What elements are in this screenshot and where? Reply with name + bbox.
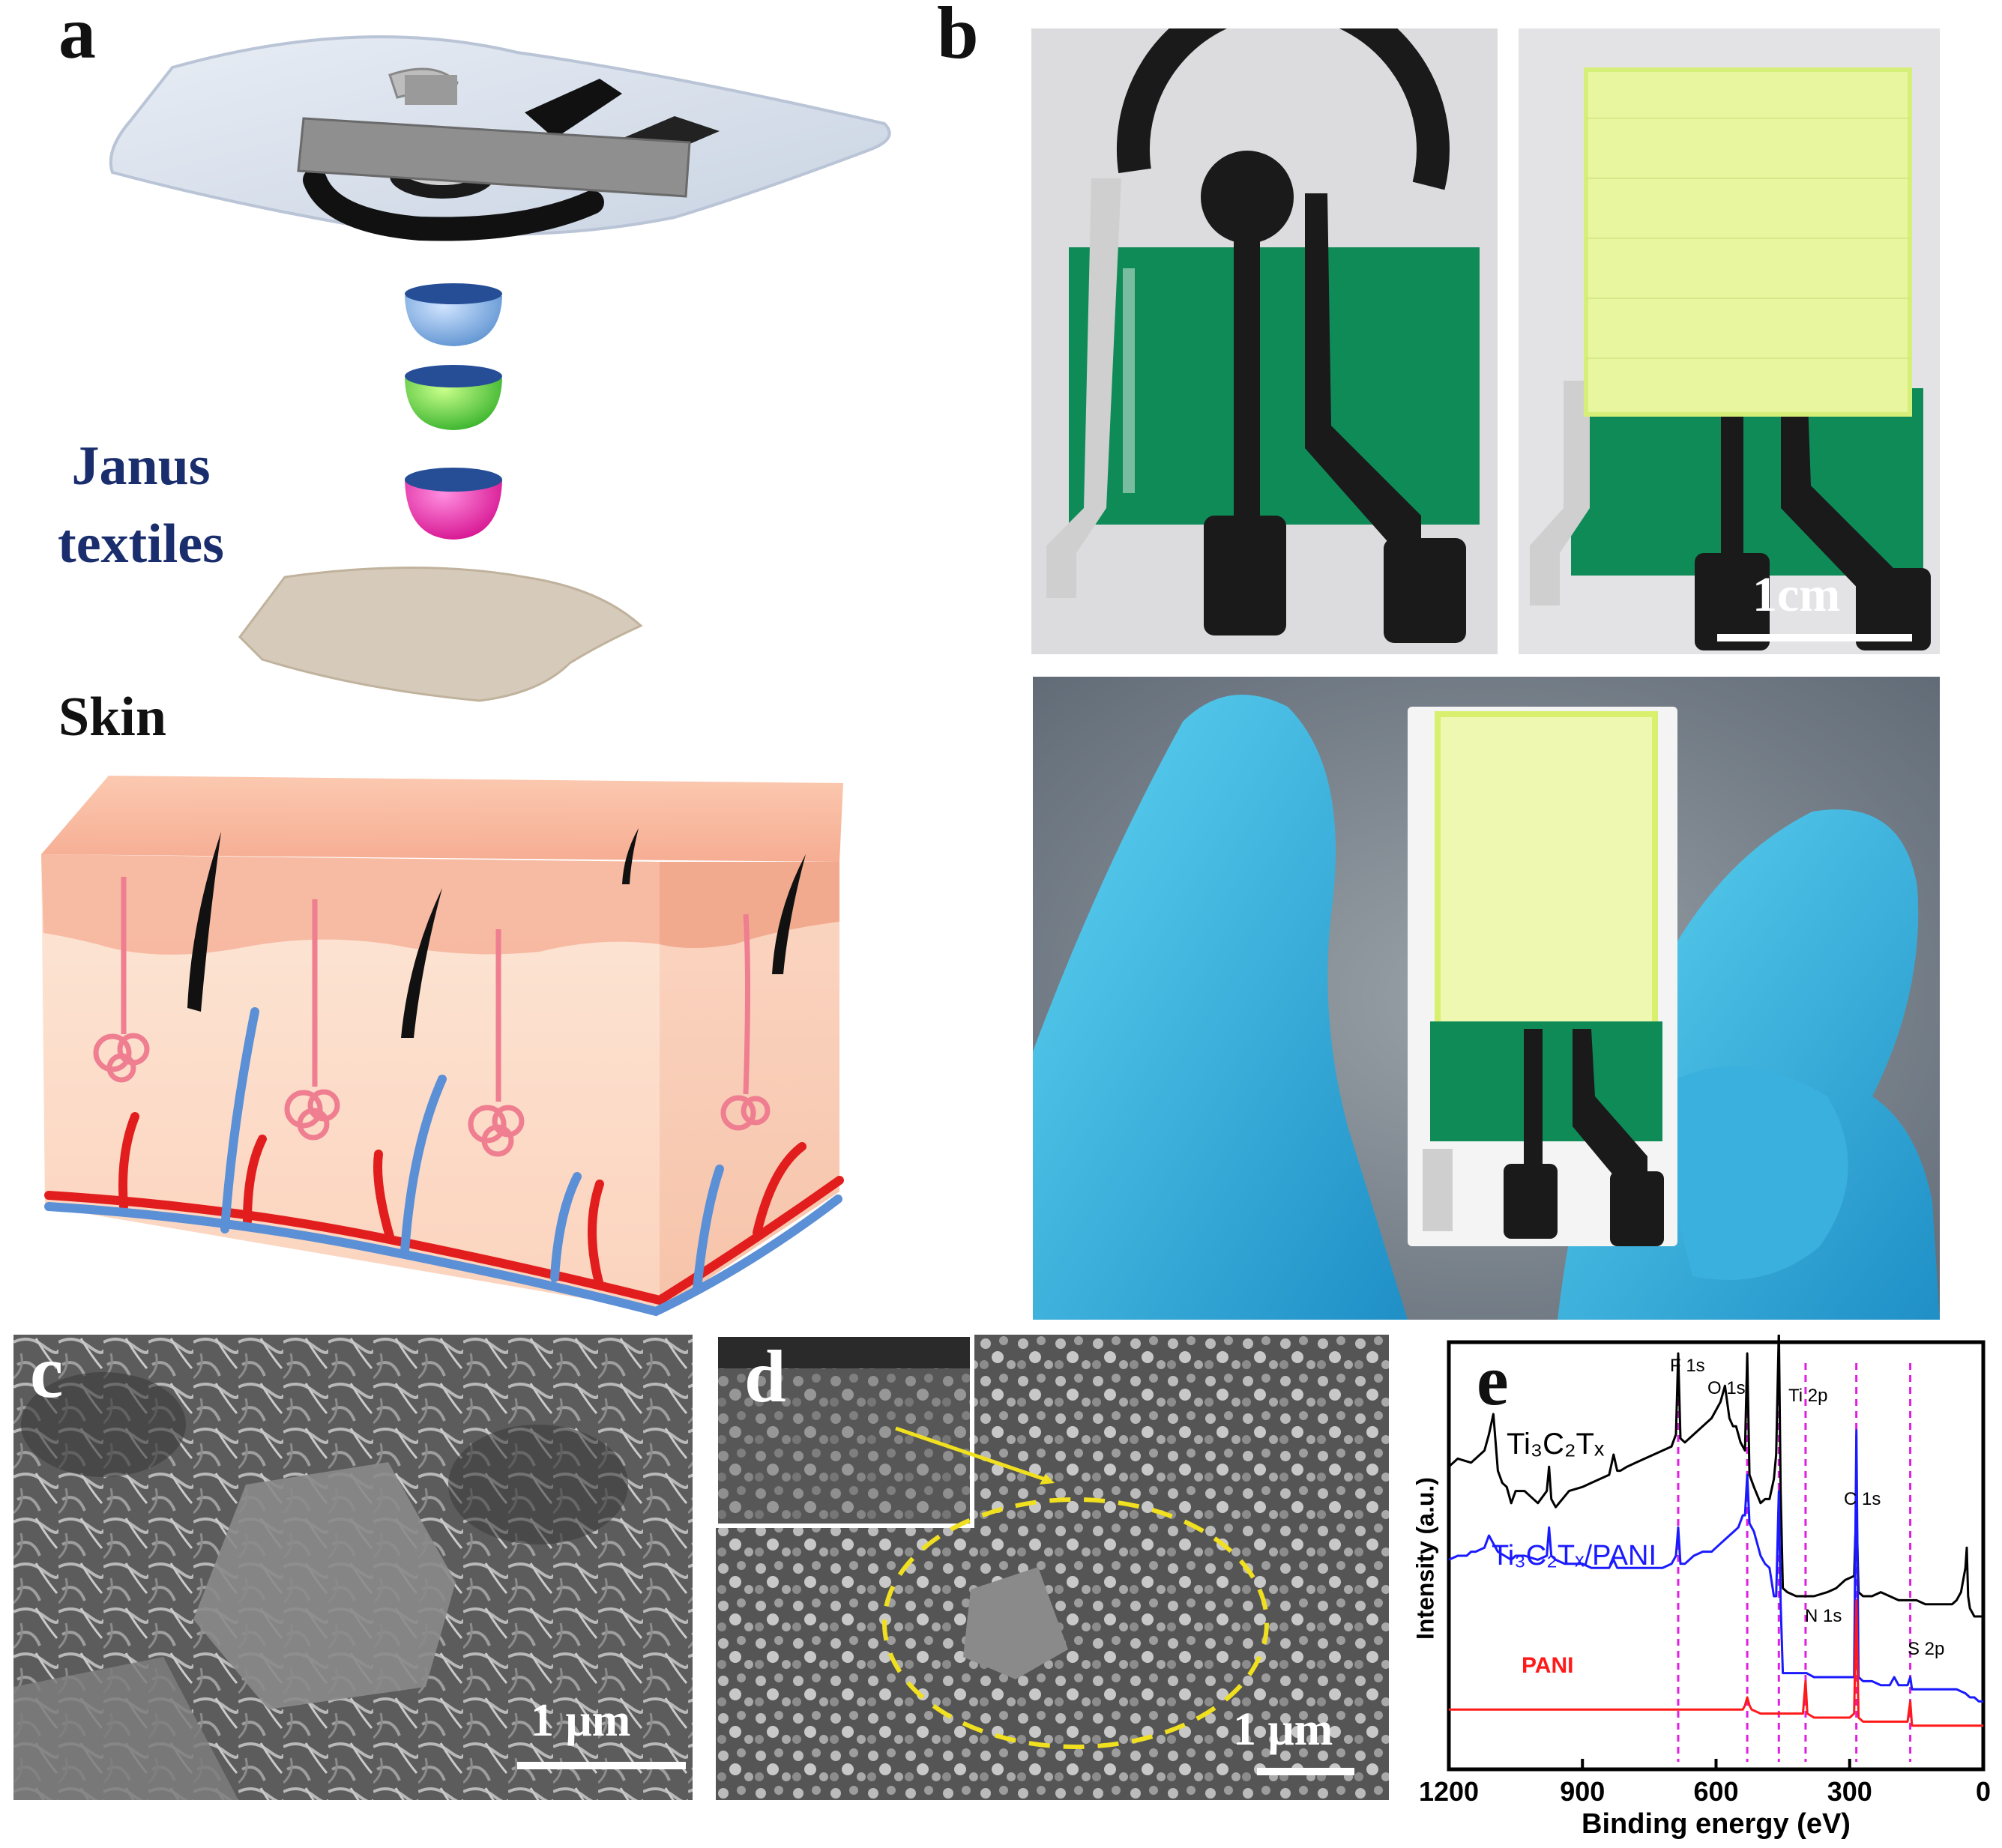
peak-label-o1s: O 1s xyxy=(1707,1378,1746,1398)
panel-c-scale-bar xyxy=(517,1762,686,1769)
panel-a: a xyxy=(0,0,997,1319)
glove-drawing xyxy=(1033,677,1940,1320)
sem-texture-d xyxy=(716,1335,1389,1800)
janus-textiles-label: Janus textiles xyxy=(28,438,253,572)
janus-cap-pink xyxy=(405,468,502,540)
series-label-pani: PANI xyxy=(1522,1653,1574,1678)
sem-texture-c xyxy=(13,1335,693,1800)
panel-d-scale-label: 1 μm xyxy=(1233,1704,1333,1755)
janus-cap-green xyxy=(405,365,502,430)
panel-d-letter: d xyxy=(744,1335,786,1418)
janus-label-line1: Janus xyxy=(71,435,211,497)
janus-label-line2: textiles xyxy=(58,513,224,575)
sensor-textile-drawing xyxy=(1530,67,1931,650)
panel-a-letter: a xyxy=(58,0,96,74)
x-axis-label: Binding energy (eV) xyxy=(1582,1808,1851,1840)
series-line-1 xyxy=(1448,1429,1983,1703)
series-line-2 xyxy=(1449,1598,1983,1727)
peak-label-f1s: F 1s xyxy=(1670,1356,1705,1376)
sensor-photo-front xyxy=(1031,28,1498,654)
panel-a-illustration xyxy=(41,35,891,1317)
skin-block xyxy=(41,776,844,1317)
panel-b-scale-label: 1cm xyxy=(1752,567,1841,622)
x-tick-label-900: 900 xyxy=(1560,1776,1605,1807)
x-tick-label-0: 0 xyxy=(1976,1776,1991,1807)
y-axis-label: Intensity (a.u.) xyxy=(1411,1477,1439,1640)
panel-c-scale-label: 1 μm xyxy=(531,1695,631,1746)
panel-c-sem-image: c 1 μm xyxy=(13,1335,693,1800)
panel-b: b xyxy=(929,0,2002,1326)
series-label-ti3c2tx-pani: Ti₃C₂Tₓ/PANI xyxy=(1492,1540,1657,1571)
glove-photo xyxy=(1033,677,1940,1320)
peak-label-ti2p: Ti 2p xyxy=(1788,1386,1828,1406)
peak-label-n1s: N 1s xyxy=(1805,1606,1842,1626)
series-label-ti3c2tx: Ti₃C₂Tₓ xyxy=(1507,1428,1605,1461)
panel-b-letter: b xyxy=(937,0,979,74)
sensor-front-drawing xyxy=(1046,28,1480,643)
panel-d-sem-image: d 1 μm xyxy=(716,1335,1389,1800)
x-tick-label-600: 600 xyxy=(1693,1776,1738,1807)
panel-e-chart: 1200 900 600 300 0 e F 1s O 1s Ti 2p C 1s N … xyxy=(1394,1328,1994,1844)
panel-b-scale-bar xyxy=(1717,634,1912,641)
x-tick-label-300: 300 xyxy=(1827,1776,1872,1807)
skin-label: Skin xyxy=(58,686,167,748)
plot-frame xyxy=(1447,1340,1986,1772)
xps-chart-svg: 1200 900 600 300 0 xyxy=(1419,1328,1991,1807)
x-tick-label-1200: 1200 xyxy=(1419,1776,1479,1807)
peak-label-c1s: C 1s xyxy=(1844,1489,1881,1509)
sensor-photo-textile: 1cm xyxy=(1519,28,1940,654)
panel-c-letter: c xyxy=(30,1335,64,1413)
electrode-film xyxy=(109,35,891,241)
panel-d-scale-bar xyxy=(1257,1768,1354,1775)
janus-cap-blue xyxy=(405,283,502,346)
panel-e-letter: e xyxy=(1477,1340,1509,1420)
textile-sheet xyxy=(238,567,643,702)
series-line-0 xyxy=(1447,1328,1983,1618)
peak-label-s2p: S 2p xyxy=(1908,1639,1945,1659)
